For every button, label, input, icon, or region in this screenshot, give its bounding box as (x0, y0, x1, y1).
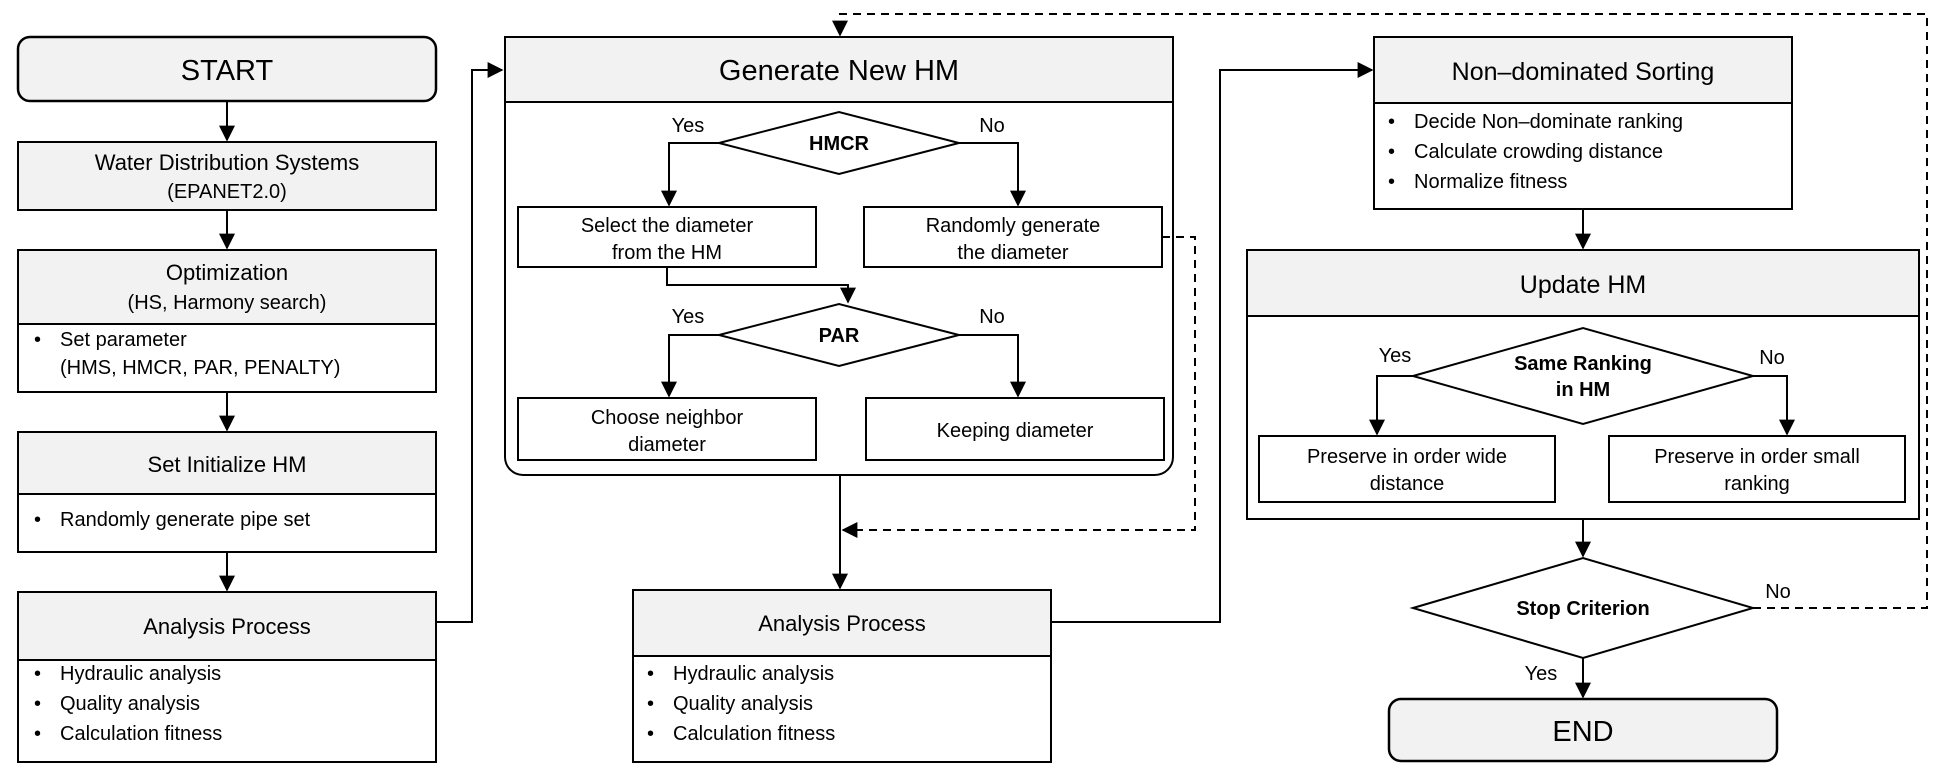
analysis-left-bullet-1: Hydraulic analysis (60, 663, 221, 685)
analysis-left-title: Analysis Process (143, 614, 311, 639)
analysis-mid-bullet-1: Hydraulic analysis (673, 663, 834, 685)
par-yes-label: Yes (672, 306, 705, 328)
bullet-dot: • (34, 509, 41, 531)
select-line1: Select the diameter (581, 215, 754, 237)
wds-subtitle: (EPANET2.0) (167, 181, 287, 203)
analysis-left-bullet-3: Calculation fitness (60, 723, 222, 745)
hmcr-yes-label: Yes (672, 115, 705, 137)
select-line2: from the HM (612, 242, 722, 264)
keeping-label: Keeping diameter (937, 420, 1094, 442)
analysis-mid-title: Analysis Process (758, 611, 926, 636)
same-ranking-line1: Same Ranking (1514, 353, 1652, 375)
optimization-box: Optimization (HS, Harmony search) • Set … (17, 249, 437, 393)
hmcr-no-label: No (979, 115, 1005, 137)
arrow-hmcr-no (959, 142, 1026, 207)
keeping-diameter-box (865, 397, 1165, 461)
optimization-bullet-cont: (HMS, HMCR, PAR, PENALTY) (60, 357, 340, 379)
bullet-dot: • (1388, 171, 1395, 193)
bullet-dot: • (34, 663, 41, 685)
end-label: END (1552, 716, 1613, 748)
bullet-dot: • (1388, 111, 1395, 133)
par-label: PAR (819, 325, 860, 347)
optimization-title: Optimization (166, 260, 288, 285)
select-diameter-box (517, 206, 817, 268)
init-hm-box: Set Initialize HM • Randomly generate pi… (17, 431, 437, 553)
init-hm-title: Set Initialize HM (148, 452, 307, 477)
generate-hm-title: Generate New HM (719, 55, 959, 87)
sorting-box: Non–dominated Sorting • Decide Non–domin… (1373, 36, 1793, 210)
par-no-label: No (979, 306, 1005, 328)
sorting-bullet-1: Decide Non–dominate ranking (1414, 111, 1683, 133)
dashed-arrow-loop-back (832, 13, 1928, 609)
stop-label: Stop Criterion (1516, 598, 1649, 620)
analysis-mid-bullet-2: Quality analysis (673, 693, 813, 715)
stop-no-label: No (1765, 581, 1791, 603)
preserve-wide-box (1258, 435, 1556, 503)
choose-line2: diameter (628, 434, 706, 456)
start-node: START (16, 35, 438, 103)
bullet-dot: • (647, 663, 654, 685)
choose-line1: Choose neighbor (591, 407, 744, 429)
arrow-analysis-sorting (1051, 62, 1374, 623)
bullet-dot: • (34, 693, 41, 715)
random-line2: the diameter (957, 242, 1069, 264)
wide-line1: Preserve in order wide (1307, 446, 1507, 468)
wds-title: Water Distribution Systems (95, 150, 359, 175)
stop-yes-label: Yes (1525, 663, 1558, 685)
analysis-mid-bullet-3: Calculation fitness (673, 723, 835, 745)
bullet-dot: • (647, 693, 654, 715)
update-hm-title: Update HM (1520, 271, 1646, 299)
wide-line2: distance (1370, 473, 1445, 495)
sorting-bullet-3: Normalize fitness (1414, 171, 1567, 193)
bullet-dot: • (647, 723, 654, 745)
preserve-small-box (1608, 435, 1906, 503)
small-line1: Preserve in order small (1654, 446, 1860, 468)
arrow-par-no (959, 334, 1026, 398)
dashed-arrow-random-analysis (841, 236, 1196, 538)
end-node: END (1387, 697, 1779, 763)
optimization-bullet: Set parameter (60, 329, 187, 351)
arrow-hmcr-yes (661, 142, 719, 207)
sorting-title: Non–dominated Sorting (1452, 58, 1715, 86)
small-line2: ranking (1724, 473, 1790, 495)
bullet-dot: • (34, 723, 41, 745)
arrow-analysis-generate (436, 62, 504, 623)
arrow-same-no (1753, 375, 1795, 436)
arrow-same-yes (1369, 375, 1413, 436)
arrow-par-yes (661, 334, 719, 398)
choose-neighbor-box (517, 397, 817, 461)
wds-box: Water Distribution Systems (EPANET2.0) (17, 141, 437, 211)
optimization-subtitle: (HS, Harmony search) (128, 292, 327, 314)
same-ranking-line2: in HM (1556, 379, 1610, 401)
analysis-mid-box: Analysis Process • Hydraulic analysis • … (632, 589, 1052, 763)
random-line1: Randomly generate (926, 215, 1101, 237)
arrow-select-par (666, 267, 856, 304)
update-hm-box: Update HM Same Ranking in HM Yes No Pres… (1246, 249, 1920, 520)
bullet-dot: • (1388, 141, 1395, 163)
hmcr-label: HMCR (809, 133, 870, 155)
random-diameter-box (863, 206, 1163, 268)
start-label: START (181, 55, 274, 87)
same-yes-label: Yes (1379, 345, 1412, 367)
same-no-label: No (1759, 347, 1785, 369)
sorting-bullet-2: Calculate crowding distance (1414, 141, 1663, 163)
init-hm-bullet: Randomly generate pipe set (60, 509, 311, 531)
analysis-left-box: Analysis Process • Hydraulic analysis • … (17, 591, 437, 763)
stop-criterion-node: Stop Criterion Yes No (1409, 556, 1791, 685)
generate-hm-box: Generate New HM HMCR Yes No Select the d… (504, 36, 1174, 476)
analysis-left-bullet-2: Quality analysis (60, 693, 200, 715)
bullet-dot: • (34, 329, 41, 351)
